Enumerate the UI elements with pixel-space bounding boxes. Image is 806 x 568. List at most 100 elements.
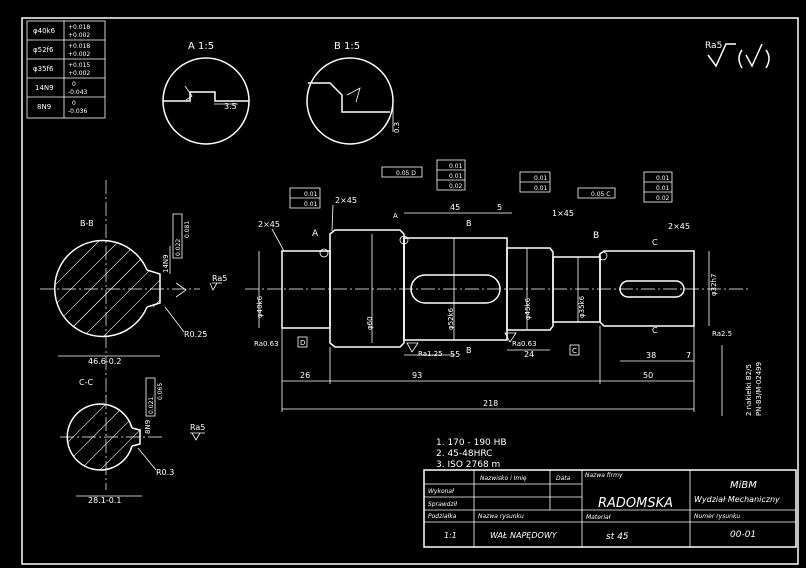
side-note-2: PN-83/M-02499 [755,362,763,416]
fcf-2b: 0.01 [304,201,318,208]
dim-dia-left: φ40k6 [256,295,264,318]
fcf-4b: 0.01 [534,185,548,192]
note-3: 3. ISO 2768 m [436,460,500,470]
detail-a: A 1:5 3.5 [162,41,250,145]
detail-b-title: B 1:5 [334,41,360,52]
section-bb-radius: R0.25 [184,330,207,339]
general-roughness-symbol: Ra5 [705,41,770,69]
tb-firm: RADOMSKA [598,496,673,511]
dim-50: 50 [643,371,653,380]
fcf-1: 0.05 D [396,170,416,177]
note-2: 2. 45-48HRC [436,449,492,459]
dim-45: 45 [450,203,460,212]
dim-chamfer-mid: 2×45 [335,196,357,205]
fcf-3b: 0.01 [449,173,463,180]
tol-up-1: +0.018 [68,43,90,50]
dim-26: 26 [300,371,310,380]
tb-dept: Wydział Mechaniczny [694,495,780,504]
section-bb-title: B-B [80,219,94,228]
shaft-main-view [245,229,750,348]
dim-dia-mid: φ60 [366,316,374,330]
section-bb: B-B 46.6-0.2 14N9 R0.25 Ra5 0.022 0.081 [40,180,227,400]
tol-up-4: 0 [72,100,76,107]
feature-frames: 0.05 D 0.01 0.01 0.01 0.01 0.02 0.01 0.0… [289,159,673,209]
dim-chamfer-left: 2×45 [258,220,280,229]
keyway-large [410,274,501,304]
section-cc-keyw: 8N9 [144,420,152,434]
note-1: 1. 170 - 190 HB [436,438,507,448]
label-b: B [593,231,599,241]
detail-b-dim: 0.3 [393,122,401,133]
tol-fit-0: φ40k6 [33,27,56,35]
section-cc-fc2: 0.065 [157,383,164,400]
section-cc-fc1: 0.021 [148,397,155,414]
tb-scale: 1:1 [444,531,457,540]
section-cc-title: C-C [79,378,93,387]
tb-material: st 45 [606,532,629,542]
tb-drew: Wykonał [428,488,454,495]
tol-fit-1: φ52f6 [33,46,54,54]
tol-up-3: 0 [72,81,76,88]
tol-lo-0: +0.002 [68,32,90,39]
tol-up-0: +0.018 [68,24,90,31]
title-block: Nazwisko i Imię Data Nazwa firmy Wykonał… [423,469,797,548]
tb-check: Sprawdził [428,501,457,508]
side-note-1: 2 nakiełki B2/5 [745,364,753,416]
dim-218: 218 [483,399,498,408]
tol-up-2: +0.015 [68,62,90,69]
tol-fit-2: φ35f6 [33,65,54,73]
datum-c: C [572,347,577,355]
ra-063-left: Ra0.63 [254,340,279,348]
tb-name-lbl: Nazwa rysunku [478,513,524,520]
section-cc-depth: 28.1-0.1 [88,496,121,505]
tb-h-date: Data [556,475,571,482]
tb-school: MiBM [730,480,757,491]
fcf-6b: 0.01 [656,185,670,192]
dim-38: 38 [646,351,656,360]
tb-part: WAŁ NAPĘDOWY [490,531,558,540]
section-cc-radius: R0.3 [156,468,174,477]
dim-dia-45: φ45k6 [524,297,532,320]
label-b-bottom: B [466,346,472,355]
dim-dia-key: φ52k6 [447,307,455,330]
label-a-main: A [312,229,319,239]
dim-dia-right: φ35k6 [578,295,586,318]
tol-lo-4: -0.036 [68,108,88,115]
section-bb-fc2: 0.081 [184,221,191,238]
tol-lo-2: +0.002 [68,70,90,77]
dim-chamfer-r1: 1×45 [552,209,574,218]
sheet-border [21,17,799,565]
fcf-4a: 0.01 [534,175,548,182]
fcf-5: 0.05 C [591,191,610,198]
dim-chamfer-r2: 2×45 [668,222,690,231]
ra-063-right: Ra0.63 [512,340,537,348]
label-c-top: C [652,238,658,247]
tol-fit-3: 14N9 [35,84,54,92]
section-bb-depth: 46.6-0.2 [88,357,121,366]
section-bb-fc1: 0.022 [175,239,182,256]
fcf-3a: 0.01 [449,163,463,170]
tb-scale-lbl: Podziałka [428,513,457,520]
label-a-small: A [393,212,398,220]
tol-lo-3: -0.043 [68,89,88,96]
tb-h-firm: Nazwa firmy [585,472,623,479]
ra-125: Ra1.25 [418,350,443,358]
tb-h-name: Nazwisko i Imię [480,475,527,482]
datum-d: D [300,339,305,347]
dim-7: 7 [686,351,691,360]
tb-number: 00-01 [730,530,756,540]
fcf-6a: 0.01 [656,175,670,182]
tb-no-lbl: Numer rysunku [694,513,740,520]
section-bb-keyw: 14N9 [162,254,170,273]
keyway-small [619,280,685,298]
tol-fit-4: 8N9 [37,103,51,111]
label-b-top: B [466,219,472,228]
ra-25: Ra2.5 [712,330,732,338]
general-ra: Ra5 [705,41,722,51]
fcf-2a: 0.01 [304,191,318,198]
label-c-bottom: C [652,326,658,335]
dim-dia-end: φ32h7 [710,274,718,296]
tol-lo-1: +0.002 [68,51,90,58]
dim-24: 24 [524,350,534,359]
